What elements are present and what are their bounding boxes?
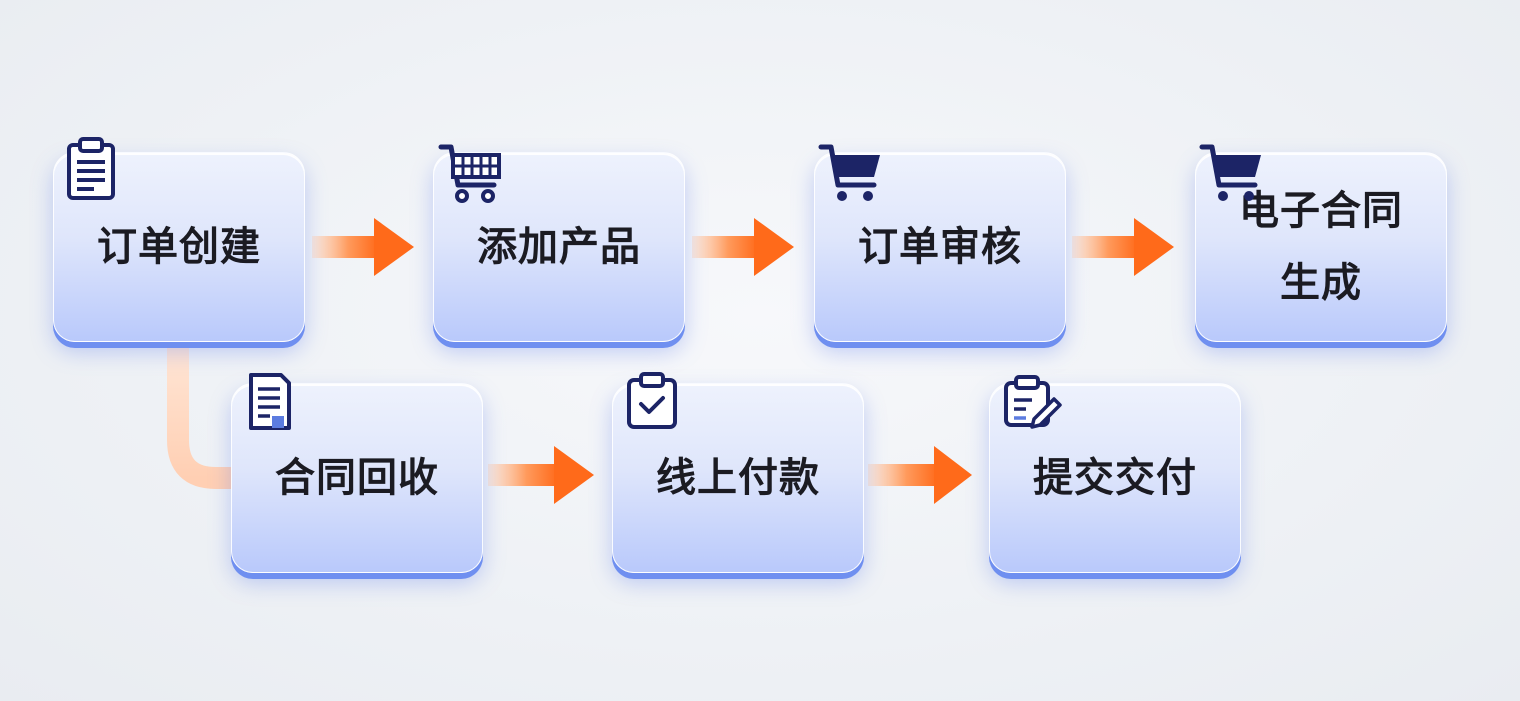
arrow-5 (868, 446, 972, 504)
step-label: 电子合同生成 (1239, 188, 1403, 306)
arrow-2 (692, 218, 794, 276)
arrow-1 (312, 218, 414, 276)
elbow-connector (167, 345, 236, 489)
arrow-4 (488, 446, 594, 504)
step-contract-generate: 电子合同生成 (1195, 152, 1447, 342)
step-order-create: 订单创建 (53, 152, 305, 342)
document-icon (249, 373, 291, 430)
step-label: 线上付款 (656, 455, 820, 501)
step-label: 订单创建 (97, 224, 261, 270)
clipboard-icon (67, 137, 115, 200)
step-label: 添加产品 (477, 224, 641, 270)
clipboard-edit-icon (1004, 375, 1062, 429)
step-label: 订单审核 (858, 224, 1022, 270)
shopping-cart-icon (1199, 144, 1261, 201)
step-add-product: 添加产品 (433, 152, 685, 342)
arrow-3 (1072, 218, 1174, 276)
clipboard-check-icon (627, 372, 677, 429)
step-label: 合同回收 (275, 455, 439, 501)
step-label: 提交交付 (1033, 455, 1197, 501)
shopping-cart-icon (438, 144, 501, 203)
shopping-cart-icon (818, 144, 880, 201)
